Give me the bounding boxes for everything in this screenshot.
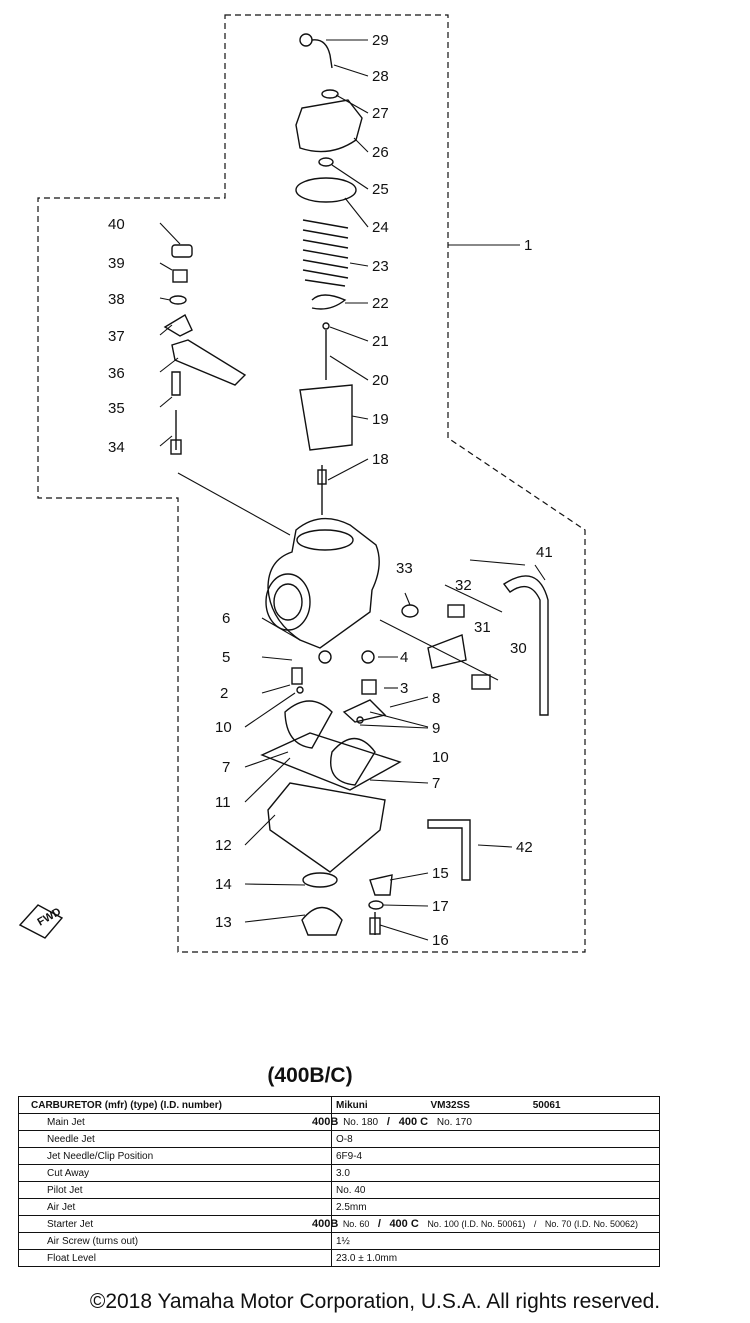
row-value: 400B No. 180 / 400 C No. 170 [312, 1113, 660, 1131]
callout-label: 8 [432, 690, 440, 707]
separator: / [533, 1219, 537, 1229]
row-label: Main Jet [18, 1113, 332, 1131]
carburetor-spec-table: CARBURETOR (mfr) (type) (I.D. number) Mi… [18, 1096, 660, 1267]
value-400b: No. 60 [342, 1219, 370, 1229]
callout-label: 7 [222, 759, 230, 776]
separator: / [386, 1116, 390, 1128]
callout-label: 36 [108, 365, 125, 382]
table-row: Float Level 23.0 ± 1.0mm [18, 1249, 660, 1267]
callout-label: 41 [536, 544, 553, 561]
callout-label: 13 [215, 914, 232, 931]
row-value: 3.0 [331, 1164, 660, 1182]
callout-label: 19 [372, 411, 389, 428]
callout-label: 31 [474, 619, 491, 636]
callout-label: 42 [516, 839, 533, 856]
callout-label: 18 [372, 451, 389, 468]
row-label: Air Screw (turns out) [18, 1232, 332, 1250]
callout-label: 24 [372, 219, 389, 236]
callout-label: 7 [432, 775, 440, 792]
table-row: Main Jet 400B No. 180 / 400 C No. 170 [18, 1113, 660, 1131]
row-value: O-8 [331, 1130, 660, 1148]
callout-label: 15 [432, 865, 449, 882]
variant-400b: 400B [312, 1218, 339, 1230]
callout-label: 29 [372, 32, 389, 49]
header-label: CARBURETOR (mfr) (type) (I.D. number) [18, 1096, 332, 1114]
row-label: Pilot Jet [18, 1181, 332, 1199]
callout-label: 37 [108, 328, 125, 345]
header-values: Mikuni VM32SS 50061 [331, 1096, 660, 1114]
value-400b: No. 180 [343, 1117, 379, 1128]
header-type: VM32SS [430, 1099, 470, 1111]
row-label: Needle Jet [18, 1130, 332, 1148]
separator: / [377, 1218, 381, 1230]
callout-label: 2 [220, 685, 228, 702]
assembly-boundary [37, 14, 586, 953]
callout-labels: 1 2 3 4 5 6 7 7 8 9 10 10 11 12 13 14 15… [108, 32, 553, 949]
callout-label: 34 [108, 439, 125, 456]
callout-label: 14 [215, 876, 232, 893]
callout-label: 6 [222, 610, 230, 627]
row-label: Float Level [18, 1249, 332, 1267]
row-value: 23.0 ± 1.0mm [331, 1249, 660, 1267]
value-400c: No. 100 (I.D. No. 50061) [427, 1219, 526, 1229]
value-400c: No. 170 [436, 1117, 472, 1128]
table-row: Air Jet 2.5mm [18, 1198, 660, 1216]
callout-label: 20 [372, 372, 389, 389]
callout-label: 3 [400, 680, 408, 697]
callout-label: 23 [372, 258, 389, 275]
parts-outline [18, 33, 549, 939]
spec-table-title: (400B/C) [267, 1064, 353, 1087]
callout-label: 10 [432, 749, 449, 766]
callout-label: 9 [432, 720, 440, 737]
callout-label: 39 [108, 255, 125, 272]
row-value: 6F9-4 [331, 1147, 660, 1165]
table-row: Pilot Jet No. 40 [18, 1181, 660, 1199]
table-row: Needle Jet O-8 [18, 1130, 660, 1148]
variant-400c: 400 C [398, 1116, 429, 1128]
callout-label: 5 [222, 649, 230, 666]
callout-label: 10 [215, 719, 232, 736]
table-row: Air Screw (turns out) 1½ [18, 1232, 660, 1250]
callout-label: 11 [215, 794, 231, 811]
callout-label: 32 [455, 577, 472, 594]
leader-lines [159, 39, 546, 941]
table-header-row: CARBURETOR (mfr) (type) (I.D. number) Mi… [18, 1096, 660, 1114]
variant-400c: 400 C [389, 1218, 419, 1230]
row-value: No. 40 [331, 1181, 660, 1199]
callout-label: 40 [108, 216, 125, 233]
callout-label: 16 [432, 932, 449, 949]
callout-label: 38 [108, 291, 125, 308]
row-value: 400B No. 60 / 400 C No. 100 (I.D. No. 50… [312, 1215, 660, 1233]
value-400c-alt: No. 70 (I.D. No. 50062) [544, 1219, 638, 1229]
variant-400b: 400B [312, 1116, 339, 1128]
fwd-label: FWD [36, 906, 64, 929]
row-label: Jet Needle/Clip Position [18, 1147, 332, 1165]
callout-label: 4 [400, 649, 408, 666]
callout-label: 17 [432, 898, 449, 915]
table-row: Starter Jet 400B No. 60 / 400 C No. 100 … [18, 1215, 660, 1233]
table-row: Cut Away 3.0 [18, 1164, 660, 1182]
callout-label: 1 [524, 237, 532, 254]
row-label: Air Jet [18, 1198, 332, 1216]
header-id: 50061 [532, 1099, 561, 1111]
callout-label: 25 [372, 181, 389, 198]
callout-label: 28 [372, 68, 389, 85]
callout-label: 35 [108, 400, 125, 417]
row-value: 2.5mm [331, 1198, 660, 1216]
row-value: 1½ [331, 1232, 660, 1250]
callout-label: 27 [372, 105, 389, 122]
row-label: Starter Jet [18, 1215, 332, 1233]
callout-label: 22 [372, 295, 389, 312]
callout-label: 30 [510, 640, 527, 657]
exploded-parts-diagram: FWD 1 2 3 4 5 6 7 7 8 9 10 10 11 12 13 1… [18, 14, 586, 953]
row-label: Cut Away [18, 1164, 332, 1182]
table-row: Jet Needle/Clip Position 6F9-4 [18, 1147, 660, 1165]
copyright-footer: ©2018 Yamaha Motor Corporation, U.S.A. A… [89, 1290, 661, 1313]
callout-label: 26 [372, 144, 389, 161]
callout-label: 33 [396, 560, 413, 577]
callout-label: 12 [215, 837, 232, 854]
callout-label: 21 [372, 333, 389, 350]
header-mfr: Mikuni [336, 1099, 368, 1111]
